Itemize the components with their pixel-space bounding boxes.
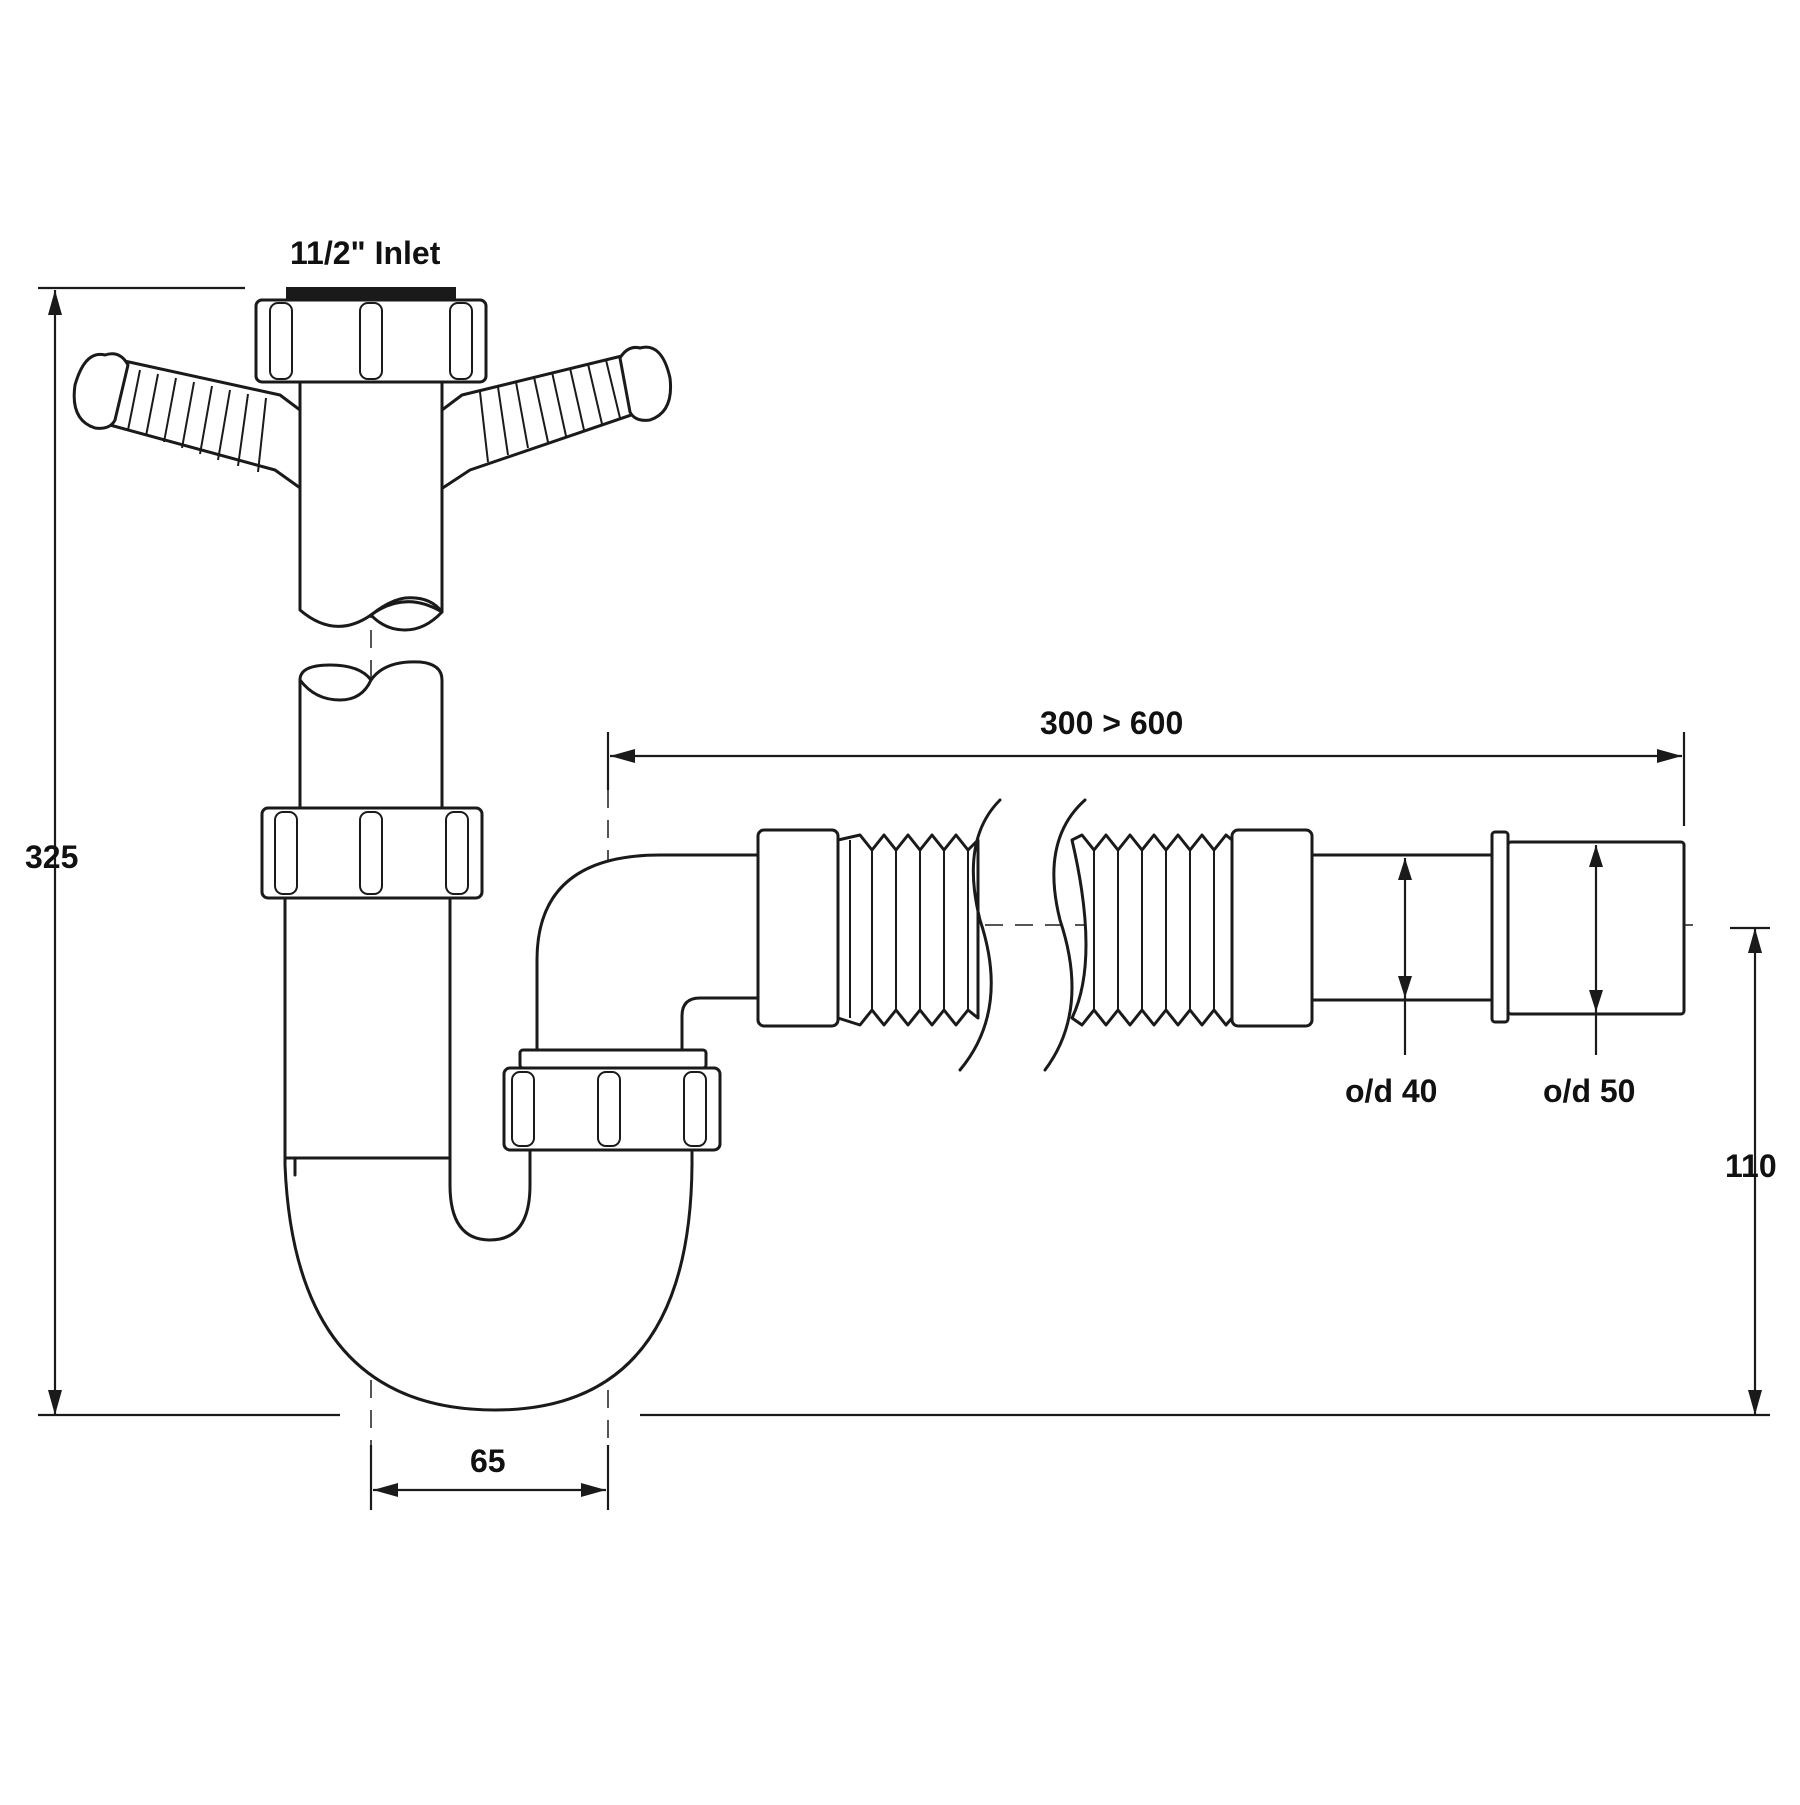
dim-110: [640, 926, 1770, 1417]
hose-collar-right: [1230, 828, 1314, 1028]
length-range-label: 300 > 600: [1040, 705, 1184, 741]
od-50-label: o/d 50: [1543, 1073, 1636, 1109]
flexible-hose: [756, 798, 1686, 1072]
right-hose-nozzle: [430, 345, 673, 497]
height-label: 325: [25, 839, 79, 875]
od-40-label: o/d 40: [1345, 1073, 1438, 1109]
trap-upper-nut: [260, 806, 484, 900]
trap-lower-nut: [502, 1066, 722, 1152]
inlet-label: 11/2" Inlet: [290, 235, 441, 271]
elbow: [535, 853, 762, 1052]
dim-65: [369, 1445, 610, 1510]
left-hose-nozzle: [72, 352, 312, 497]
dim-300-600: [606, 732, 1686, 826]
offset-label: 65: [470, 1443, 506, 1479]
dim-od-50: [1589, 845, 1603, 1055]
dim-325: [38, 286, 340, 1417]
inlet-nut: [254, 298, 488, 384]
inlet-head: [72, 287, 673, 632]
inlet-seal: [286, 287, 456, 301]
dim-od-40: [1398, 858, 1412, 1055]
outlet-flange: [1490, 830, 1510, 1024]
hose-collar-left: [756, 828, 840, 1028]
outlet-height-label: 110: [1725, 1148, 1777, 1184]
trap-body: [260, 660, 722, 1412]
